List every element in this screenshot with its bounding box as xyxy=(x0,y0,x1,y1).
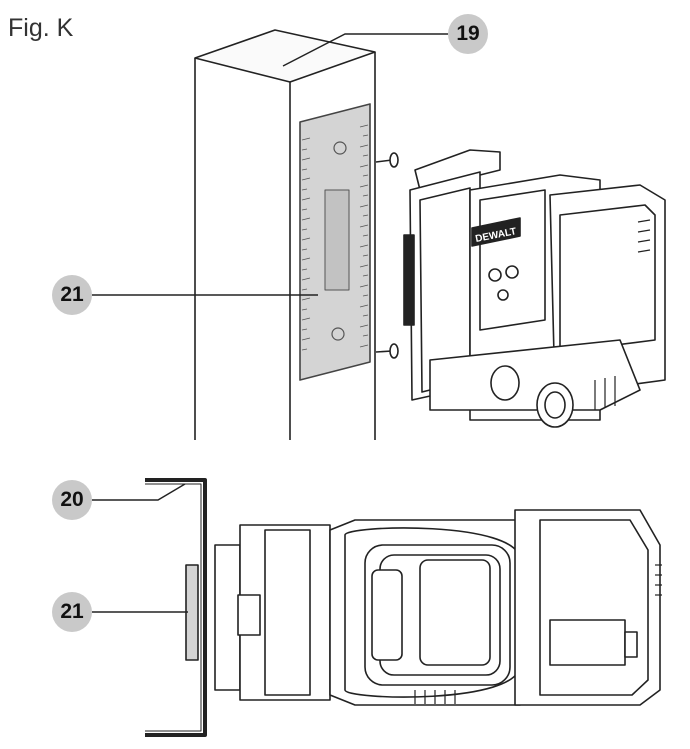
callout-21-top: 21 xyxy=(52,275,92,315)
laser-level-side-view xyxy=(403,149,666,428)
ruler-plate xyxy=(299,103,371,381)
ruler-ticks xyxy=(301,124,369,351)
screw-bottom xyxy=(375,343,399,359)
callout-19: 19 xyxy=(448,14,488,54)
leader-19 xyxy=(282,33,448,67)
callout-21-bottom: 21 xyxy=(52,592,92,632)
leader-20 xyxy=(92,483,186,501)
screw-hole-bottom xyxy=(331,327,345,341)
laser-level-top-view xyxy=(214,509,661,706)
brand-label xyxy=(471,217,521,247)
screw-hole-top xyxy=(333,141,347,155)
ruler-slot xyxy=(324,189,350,291)
screw-top xyxy=(375,152,399,168)
wall-post xyxy=(194,29,376,440)
figure-title: Fig. K xyxy=(8,14,74,42)
callout-20: 20 xyxy=(52,480,92,520)
wall-bracket-profile xyxy=(145,478,207,737)
leader-lines xyxy=(92,33,448,613)
laser-level-vents xyxy=(594,219,651,410)
laser-level-top-vents xyxy=(414,564,662,704)
